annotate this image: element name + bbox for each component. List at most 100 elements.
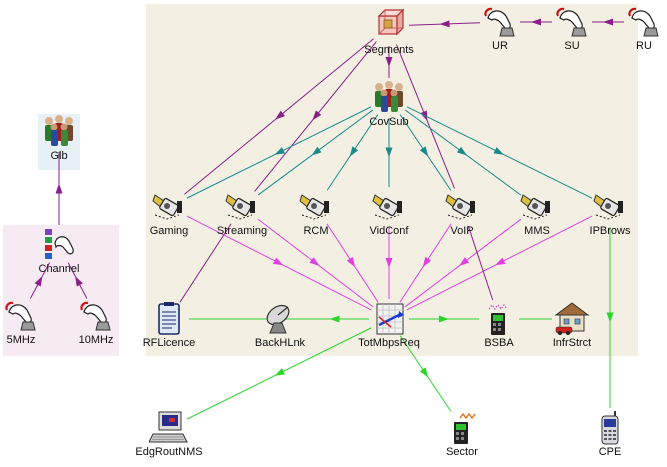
edge-arrowhead — [385, 57, 393, 67]
edge-streaming-rflicence — [179, 223, 232, 303]
node-label: 5MHz — [6, 334, 36, 346]
camera-icon — [152, 194, 182, 220]
edge-arrowhead — [272, 257, 284, 266]
hand-pointer-icon — [628, 7, 659, 37]
edge-arrowhead — [311, 146, 322, 156]
node-vidconf[interactable]: VidConf — [347, 189, 431, 238]
edge-arrowhead — [274, 368, 286, 376]
camera-icon — [372, 194, 402, 220]
computer-terminal-icon — [149, 411, 188, 443]
edge-arrowhead — [531, 18, 541, 26]
edge-arrowhead — [346, 256, 356, 268]
hand-pointer-icon — [5, 301, 36, 331]
node-mms[interactable]: MMS — [495, 189, 579, 238]
hand-pointer-icon — [80, 301, 111, 331]
edge-arrowhead — [275, 110, 286, 120]
edge-arrowhead — [385, 258, 393, 268]
node-label: SU — [564, 40, 580, 52]
edge-arrowhead — [385, 147, 393, 158]
node-label: EdgRoutNMS — [135, 446, 203, 458]
house-icon — [554, 302, 590, 335]
satellite-dish-icon — [266, 304, 290, 334]
node-label: MMS — [524, 225, 550, 237]
node-voip[interactable]: VoIP — [420, 189, 504, 238]
node-label: Streaming — [216, 225, 268, 237]
node-su[interactable]: SU — [530, 4, 614, 53]
cube-icon — [377, 8, 405, 36]
edge-arrowhead — [603, 18, 613, 26]
node-segments[interactable]: Segments — [347, 8, 431, 57]
node-label: Segments — [364, 44, 414, 56]
node-label: TotMbpsReq — [358, 337, 420, 349]
node-rcm[interactable]: RCM — [274, 189, 358, 238]
base-station-icon — [488, 304, 508, 335]
node-label: RFLicence — [142, 337, 196, 349]
people-group-icon — [45, 115, 73, 146]
node-label: CPE — [598, 446, 622, 458]
node-5mhz[interactable]: 5MHz — [0, 298, 63, 347]
node-bsba[interactable]: BSBA — [457, 301, 541, 350]
node-rflicence[interactable]: RFLicence — [127, 301, 211, 350]
node-channel[interactable]: Channel — [17, 227, 101, 276]
camera-icon — [593, 194, 623, 220]
node-label: CovSub — [369, 116, 409, 128]
edge-arrowhead — [420, 110, 428, 122]
node-label: BSBA — [484, 337, 514, 349]
node-label: BackHLnk — [254, 337, 306, 349]
node-label: Sector — [446, 446, 478, 458]
edge-arrowhead — [456, 146, 468, 156]
node-label: UR — [492, 40, 508, 52]
node-label: Glb — [50, 150, 68, 162]
node-totmbpsreq[interactable]: TotMbpsReq — [347, 301, 431, 350]
handset-icon — [601, 411, 619, 445]
edge-arrowhead — [422, 256, 432, 268]
node-edgroutnms[interactable]: EdgRoutNMS — [127, 410, 211, 459]
node-streaming[interactable]: Streaming — [200, 189, 284, 238]
node-label: Gaming — [149, 225, 189, 237]
node-covsub[interactable]: CovSub — [347, 80, 431, 129]
node-label: IPBrows — [589, 225, 631, 237]
edge-arrowhead — [419, 146, 429, 157]
node-ur[interactable]: UR — [458, 4, 542, 53]
edge-arrowhead — [34, 276, 43, 287]
edge-arrowhead — [495, 257, 506, 266]
node-label: 10MHz — [78, 334, 114, 346]
antenna-device-icon — [454, 412, 476, 444]
edge-arrowhead — [55, 183, 63, 194]
edge-arrowhead — [439, 315, 449, 323]
edge-arrowhead — [606, 312, 614, 323]
edge-arrowhead — [439, 20, 450, 28]
edge-arrowhead — [274, 147, 286, 155]
hand-pointer-icon — [484, 7, 515, 37]
node-label: InfrStrct — [552, 337, 592, 349]
node-label: Channel — [38, 263, 80, 275]
camera-icon — [225, 194, 255, 220]
node-label: RCM — [303, 225, 329, 237]
node-sector[interactable]: Sector — [420, 410, 504, 459]
node-ru[interactable]: RU — [602, 4, 667, 53]
node-cpe[interactable]: CPE — [568, 410, 652, 459]
node-glb[interactable]: Glb — [17, 114, 101, 163]
clipboard-icon — [158, 302, 180, 335]
calculator-icon — [376, 303, 404, 335]
node-label: VidConf — [369, 225, 409, 237]
camera-icon — [445, 194, 475, 220]
edge-voip-bsba — [467, 225, 494, 301]
node-10mhz[interactable]: 10MHz — [54, 298, 138, 347]
hand-pointer-icon — [556, 7, 587, 37]
camera-icon — [299, 194, 329, 220]
node-ipbrows[interactable]: IPBrows — [568, 189, 652, 238]
edge-arrowhead — [349, 146, 359, 157]
node-infrstrct[interactable]: InfrStrct — [530, 301, 614, 350]
node-label: VoIP — [450, 225, 474, 237]
edge-arrowhead — [493, 147, 504, 155]
edge-arrowhead — [459, 257, 470, 267]
edge-arrowhead — [329, 315, 340, 323]
edge-arrowhead — [419, 367, 429, 378]
channel-panel — [3, 225, 119, 356]
node-backhlnk[interactable]: BackHLnk — [238, 301, 322, 350]
people-group-icon — [375, 81, 403, 112]
node-gaming[interactable]: Gaming — [127, 189, 211, 238]
edge-arrowhead — [75, 276, 83, 287]
